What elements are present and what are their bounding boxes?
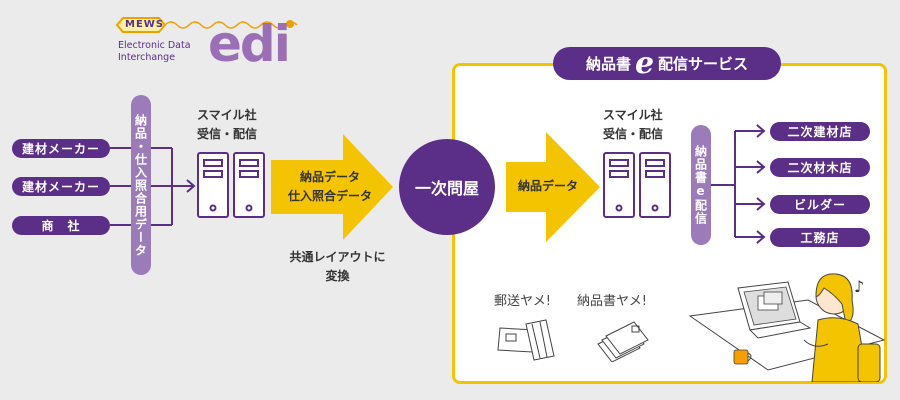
server2-role: 受信・配信 xyxy=(603,127,664,141)
envelope-icon xyxy=(497,319,555,361)
service-title: 納品書 e 配信サービス xyxy=(553,47,781,80)
logo-brand: MEWS xyxy=(125,19,165,30)
logo-edi-mark: edi xyxy=(208,15,291,73)
mews-edi-logo: MEWS Electronic Data Interchange edi xyxy=(113,14,303,74)
destination-contractor: 工務店 xyxy=(770,228,870,247)
note-no-mail: 郵送ヤメ! xyxy=(494,294,551,309)
convert-note-line2: 変換 xyxy=(325,269,350,283)
server-icon xyxy=(603,152,671,218)
source-maker-2: 建材メーカー xyxy=(12,177,110,196)
arrow-delivery-data xyxy=(506,132,600,242)
arrow-convert xyxy=(271,134,393,240)
arrow1-line1: 納品データ xyxy=(299,170,360,184)
arrow1-text: 納品データ 仕入照合データ xyxy=(275,168,385,206)
paper-invoice-icon xyxy=(597,321,649,362)
convert-note: 共通レイアウトに 変換 xyxy=(280,248,395,286)
server2-name: スマイル社 xyxy=(603,108,663,122)
office-worker-illustration: ♪ xyxy=(688,273,886,382)
destination-builder: ビルダー xyxy=(770,195,870,214)
service-title-left: 納品書 xyxy=(585,55,631,73)
server1-role: 受信・配信 xyxy=(197,127,258,141)
arrow2-text: 納品データ xyxy=(517,179,578,193)
service-title-e: e xyxy=(634,45,655,81)
note-no-paper-invoice: 納品書ヤメ! xyxy=(577,294,647,309)
server1-name: スマイル社 xyxy=(197,108,257,122)
wholesaler-label: 一次問屋 xyxy=(414,179,479,198)
delivery-label: 納品書e配信 xyxy=(691,125,711,245)
wholesaler-circle: 一次問屋 xyxy=(399,139,495,235)
source-maker-1: 建材メーカー xyxy=(12,139,110,158)
svg-text:♪: ♪ xyxy=(854,277,864,296)
logo-line1: Electronic Data xyxy=(118,40,191,51)
service-title-right: 配信サービス xyxy=(658,55,749,73)
destination-secondary-building-materials: 二次建材店 xyxy=(770,122,870,141)
left-data-label: 納品・仕入照合用データ xyxy=(131,95,151,275)
logo-line2: Interchange xyxy=(118,52,176,63)
arrow1-line2: 仕入照合データ xyxy=(287,189,372,203)
server-icon xyxy=(197,152,265,218)
source-trading-company: 商 社 xyxy=(12,216,110,235)
server2-label: スマイル社 受信・配信 xyxy=(603,106,663,144)
server1-label: スマイル社 受信・配信 xyxy=(197,106,257,144)
convert-note-line1: 共通レイアウトに xyxy=(289,250,386,264)
destination-secondary-lumber: 二次材木店 xyxy=(770,158,870,177)
